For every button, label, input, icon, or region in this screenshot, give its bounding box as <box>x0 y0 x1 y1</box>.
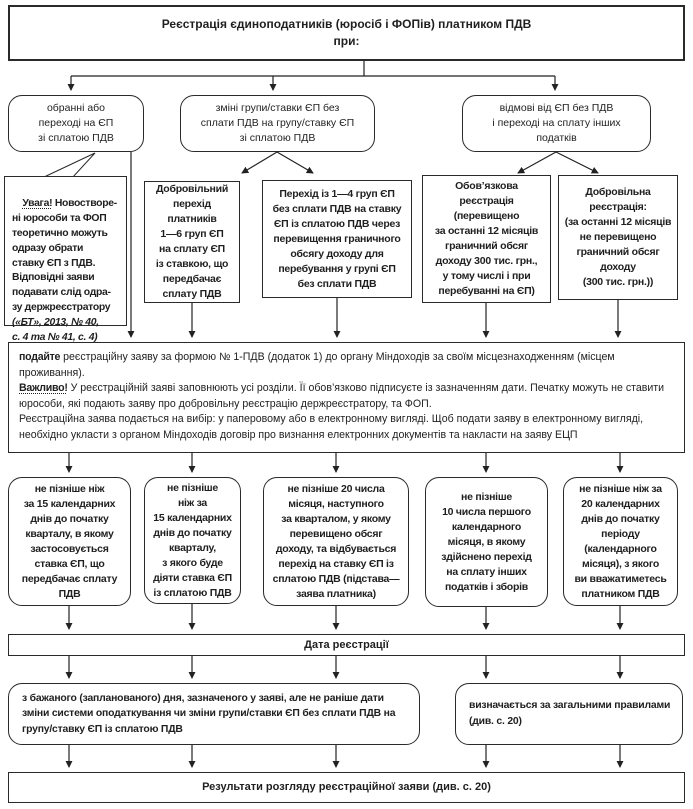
important-label: Важливо! <box>19 382 68 395</box>
application-p2: У реєстраційній заяві заповнюють усі роз… <box>19 382 665 410</box>
case-voluntary-registration: Добровільна реєстрація: (за останні 12 м… <box>558 175 678 300</box>
attention-citation: («БТ», 2013, № 40, с. 4 та № 41, с. 4) <box>12 317 99 344</box>
application-p1: реєстраційну заяву за формою № 1-ПДВ (до… <box>19 351 615 379</box>
footer-results-bar: Результати розгляду реєстраційної заяви … <box>8 772 685 803</box>
branch-refuse-ep: відмові від ЄП без ПДВ і переході на спл… <box>462 95 651 152</box>
deadline-20-days-period: не пізніше ніж за 20 календарних днів до… <box>563 477 678 606</box>
case-mandatory-registration: Обов’язкова реєстрація (перевищено за ос… <box>422 175 551 303</box>
deadline-15-days-quarter-rate: не пізніше ніж за 15 календарних днів до… <box>144 477 241 604</box>
result-general-rules: визначається за загальними правилами (ди… <box>455 683 683 745</box>
case-transition-groups-1-4: Перехід із 1—4 груп ЄП без сплати ПДВ на… <box>262 180 412 298</box>
application-instructions: подайте реєстраційну заяву за формою № 1… <box>8 342 685 453</box>
registration-date-bar: Дата реєстрації <box>8 634 685 656</box>
branch-choose-ep-with-vat: обранні або переході на ЄП зі сплатою ПД… <box>8 95 144 152</box>
deadline-10th-first-month: не пізніше 10 числа першого календарного… <box>425 477 548 607</box>
diagram-title: Реєстрація єдиноподатників (юросіб і ФОП… <box>8 5 685 61</box>
application-lead: подайте <box>19 351 61 363</box>
application-p3: Реєстраційна заява подається на вибір: у… <box>19 413 644 441</box>
attention-note: Увага! Новостворе- ні юрособи та ФОП тео… <box>4 176 127 343</box>
case-voluntary-transition: Добровільний перехід платників 1—6 груп … <box>144 181 240 303</box>
attention-text: Новостворе- ні юрособи та ФОП теоретично… <box>12 197 117 314</box>
branch-change-group-rate: зміні групи/ставки ЄП без сплати ПДВ на … <box>180 95 375 152</box>
attention-label: Увага! <box>22 197 53 209</box>
deadline-15-days-quarter-apply: не пізніше ніж за 15 календарних днів до… <box>8 477 131 606</box>
result-desired-day: з бажаного (запланованого) дня, зазначен… <box>8 683 420 745</box>
deadline-20th-after-quarter: не пізніше 20 числа місяця, наступного з… <box>263 477 409 606</box>
